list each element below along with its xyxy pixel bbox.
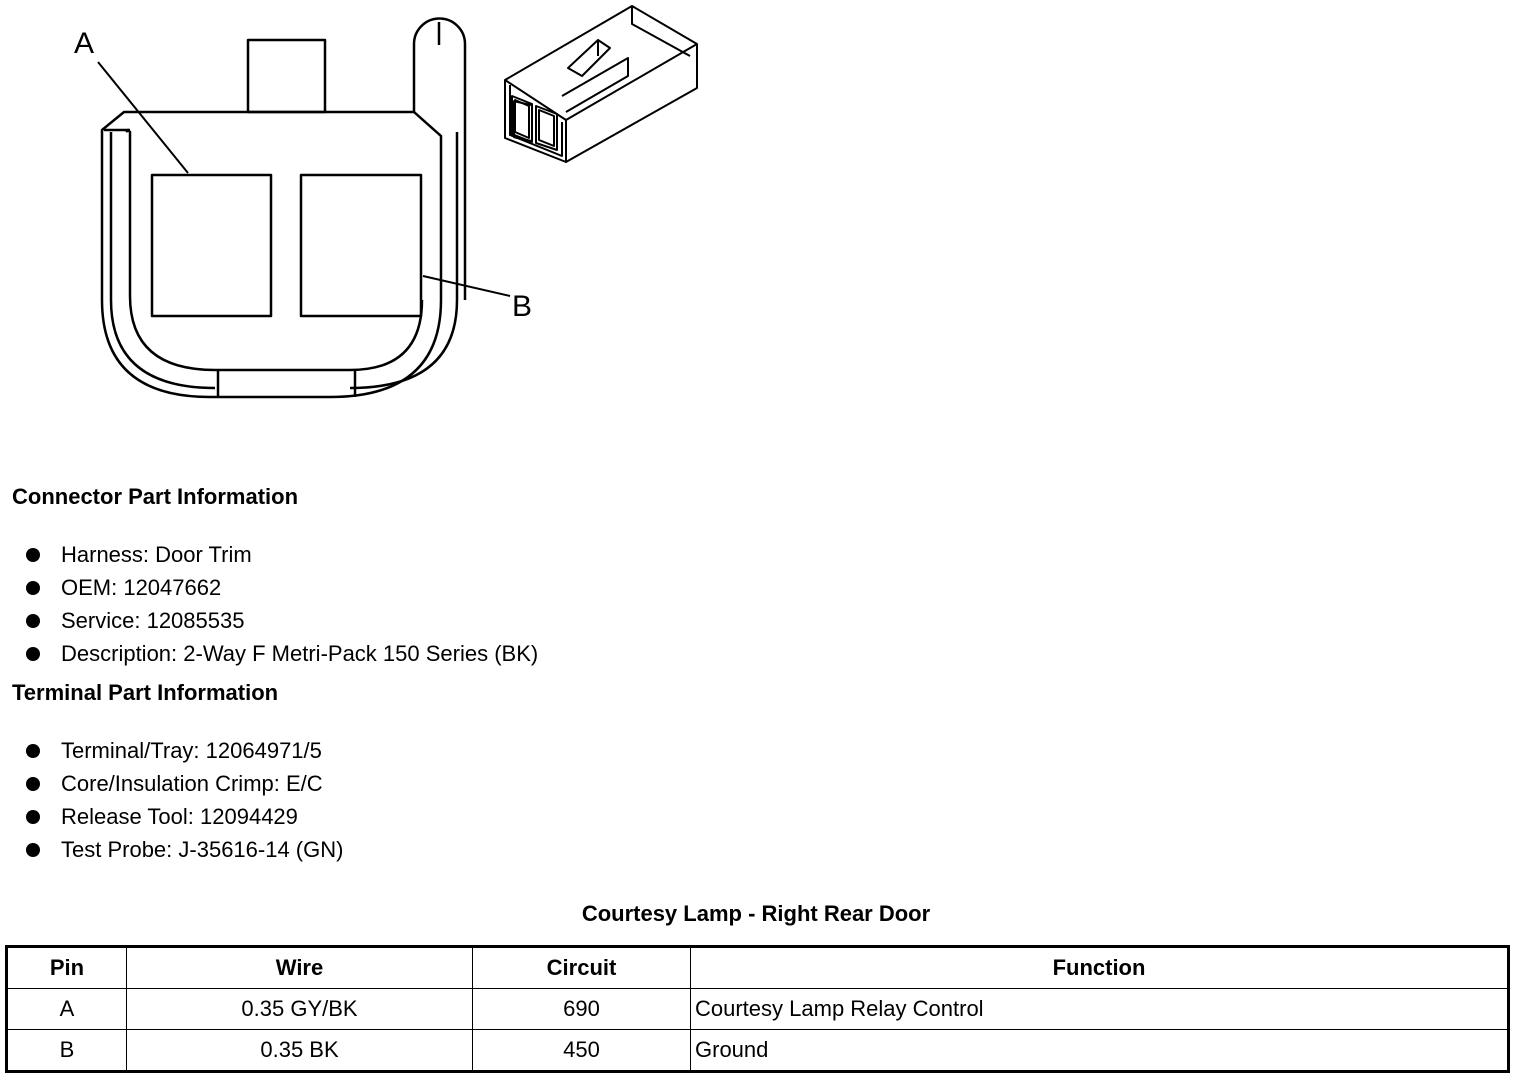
- wire-cell: 0.35 GY/BK: [126, 988, 473, 1030]
- connector-part-info-heading: Connector Part Information: [12, 484, 299, 509]
- label-a: A: [74, 27, 94, 60]
- connector-isometric: [504, 5, 698, 163]
- connector-top-tab: [246, 38, 327, 114]
- label-b: B: [512, 290, 532, 323]
- connector-part-info-list: Harness: Door Trim OEM: 12047662 Service…: [26, 538, 538, 670]
- column-header-wire: Wire: [126, 946, 473, 989]
- connector-face: [97, 17, 511, 399]
- bullet-icon: [26, 646, 40, 661]
- cavity-b: [299, 173, 423, 318]
- connector-outer-shell: [100, 110, 443, 399]
- leader-line-b: [422, 275, 511, 297]
- list-item: Test Probe: J-35616-14 (GN): [26, 833, 343, 866]
- table-row: A 0.35 GY/BK 690 Courtesy Lamp Relay Con…: [6, 988, 1509, 1030]
- list-item: Release Tool: 12094429: [26, 800, 343, 833]
- pin-cell: A: [6, 988, 127, 1030]
- list-item: OEM: 12047662: [26, 571, 538, 604]
- bullet-icon: [26, 842, 40, 857]
- function-cell: Ground: [690, 1029, 1509, 1072]
- bullet-icon: [26, 580, 40, 595]
- column-header-function: Function: [690, 946, 1509, 989]
- list-item: Service: 12085535: [26, 604, 538, 637]
- bullet-icon: [26, 547, 40, 562]
- cavity-a: [150, 173, 273, 318]
- list-item: Terminal/Tray: 12064971/5: [26, 734, 343, 767]
- column-header-circuit: Circuit: [472, 946, 691, 989]
- pin-table: Pin Wire Circuit Function A 0.35 GY/BK 6…: [5, 945, 1510, 1073]
- bullet-icon: [26, 743, 40, 758]
- function-cell: Courtesy Lamp Relay Control: [690, 988, 1509, 1030]
- leader-line-a: [97, 61, 189, 174]
- connector-lock-tab: [412, 17, 467, 300]
- terminal-part-info-list: Terminal/Tray: 12064971/5 Core/Insulatio…: [26, 734, 343, 866]
- pin-cell: B: [6, 1029, 127, 1072]
- circuit-cell: 690: [472, 988, 691, 1030]
- connector-diagram: A B: [74, 5, 698, 399]
- wire-cell: 0.35 BK: [126, 1029, 473, 1072]
- terminal-part-info-heading: Terminal Part Information: [12, 680, 279, 705]
- table-title: Courtesy Lamp - Right Rear Door: [581, 901, 931, 926]
- table-header-row: Pin Wire Circuit Function: [6, 946, 1509, 989]
- circuit-cell: 450: [472, 1029, 691, 1072]
- bullet-icon: [26, 776, 40, 791]
- bullet-icon: [26, 613, 40, 628]
- table-row: B 0.35 BK 450 Ground: [6, 1029, 1509, 1072]
- column-header-pin: Pin: [6, 946, 127, 989]
- bullet-icon: [26, 809, 40, 824]
- list-item: Harness: Door Trim: [26, 538, 538, 571]
- list-item: Description: 2-Way F Metri-Pack 150 Seri…: [26, 637, 538, 670]
- list-item: Core/Insulation Crimp: E/C: [26, 767, 343, 800]
